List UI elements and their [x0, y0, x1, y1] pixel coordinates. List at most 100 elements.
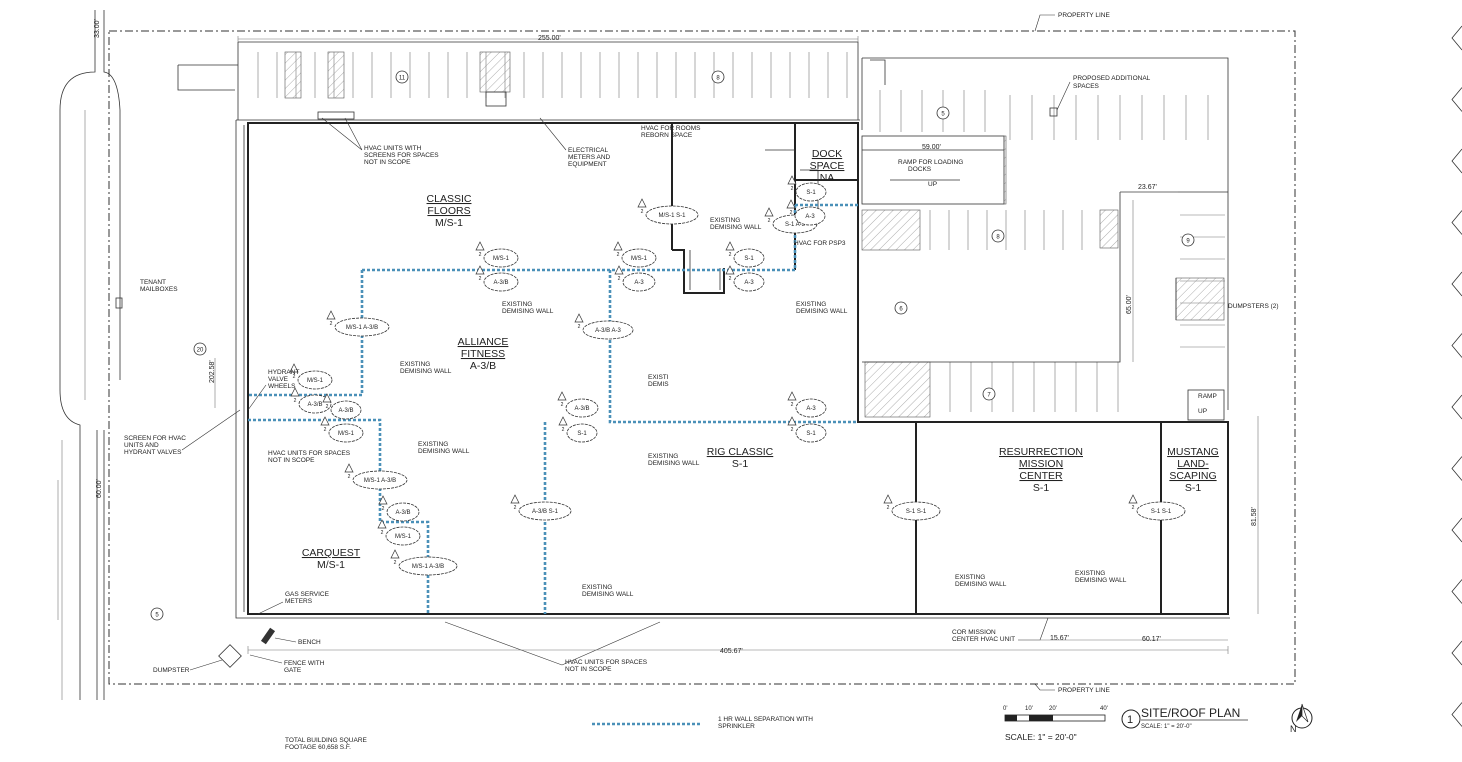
parking-count-circle: [936, 106, 950, 120]
ramp-up-label: UP: [928, 181, 937, 188]
revision-number: 2: [479, 252, 482, 258]
revision-number: 2: [790, 210, 793, 216]
parking-count-circle: [193, 342, 207, 356]
revision-number: 2: [562, 427, 565, 433]
bottom-width-dim: 405.67': [720, 648, 743, 655]
hvac-screens-label: HVAC UNITS WITH SCREENS FOR SPACES NOT I…: [364, 145, 440, 166]
building-outline: [247, 122, 1229, 615]
tenant-name: LAND-: [1177, 458, 1209, 470]
electrical-label: ELECTRICAL METERS AND EQUIPMENT: [568, 147, 612, 168]
ramp-right-label: RAMP: [1198, 393, 1217, 400]
revision-number: 2: [1132, 505, 1135, 511]
transformer-pad: [485, 91, 507, 107]
occupancy-tag: M/S-1 A-3/B: [346, 325, 378, 331]
parking-count: 20: [197, 347, 204, 353]
revision-number: 2: [561, 402, 564, 408]
hvac-psp-label: HVAC FOR PSP3: [794, 240, 846, 247]
fence-gate-label: FENCE WITH GATE: [284, 660, 326, 674]
tenant-name: MUSTANG: [1167, 446, 1219, 458]
tenant-occupancy-code: NA: [820, 172, 835, 184]
revision-number: 2: [791, 402, 794, 408]
revision-number: 2: [729, 252, 732, 258]
revision-cloud: [328, 423, 364, 443]
revision-number: 2: [330, 321, 333, 327]
tenant-name: SPACE: [810, 160, 845, 172]
left-setback-dim: 60.00': [96, 479, 103, 498]
hvac-rooms-label: HVAC FOR ROOMS REBORN SPACE: [641, 125, 702, 139]
revision-number: 2: [887, 505, 890, 511]
revision-number: 2: [791, 427, 794, 433]
revision-cloud: [398, 556, 458, 576]
revision-cloud: [334, 317, 390, 337]
occupancy-tag: A-3/B: [307, 402, 322, 408]
revision-number: 2: [617, 252, 620, 258]
revision-cloud: [565, 398, 599, 418]
tenant-name: MISSION: [1019, 458, 1063, 470]
title-block: 1 SITE/ROOF PLAN SCALE: 1" = 20'-0": [1121, 706, 1248, 730]
tenant-name: RIG CLASSIC: [707, 446, 774, 458]
hvac-not-scope-left-label: HVAC UNITS FOR SPACES NOT IN SCOPE: [268, 450, 352, 464]
revision-cloud: [298, 394, 332, 414]
occupancy-tag: A-3/B: [574, 406, 589, 412]
occupancy-tag: A-3/B: [395, 510, 410, 516]
occupancy-tag: M/S-1: [338, 431, 355, 437]
total-square-footage: TOTAL BUILDING SQUARE FOOTAGE 60,658 S.F…: [285, 737, 369, 751]
tenant-occupancy-code: M/S-1: [317, 559, 345, 571]
revision-cloud: [1136, 501, 1186, 521]
tenant-labels: CLASSICFLOORSM/S-1ALLIANCEFITNESSA-3/BCA…: [302, 148, 1219, 571]
screen-hvac-label: SCREEN FOR HVAC UNITS AND HYDRANT VALVES: [124, 435, 188, 456]
revision-cloud: [795, 423, 827, 443]
occupancy-tag: A-3: [806, 406, 816, 412]
revision-number: 2: [348, 474, 351, 480]
revision-cloud: [621, 248, 657, 268]
parking-count-circle: [150, 607, 164, 621]
revision-cloud: [733, 272, 765, 292]
occupancy-tag: S-1 A-3: [785, 222, 806, 228]
revision-cloud: [352, 470, 408, 490]
parking-count: 8: [716, 75, 720, 81]
revision-cloud: [794, 206, 826, 226]
revision-number: 2: [382, 506, 385, 512]
revision-number: 2: [514, 505, 517, 511]
dumpsters-label: DUMPSTERS (2): [1228, 303, 1279, 310]
svg-text:10': 10': [1025, 706, 1033, 712]
revision-number: 2: [791, 186, 794, 192]
ramp-docks-label: RAMP FOR LOADING DOCKS: [898, 159, 965, 173]
left-depth-dim: 202.58': [209, 360, 216, 383]
dock-width-dim: 59.00': [922, 144, 941, 151]
parking-count-circle: [1181, 233, 1195, 247]
tenant-name: CARQUEST: [302, 547, 361, 559]
proposed-spaces-label: PROPOSED ADDITIONAL SPACES: [1073, 75, 1152, 90]
right-offset-dim: 23.67': [1138, 184, 1157, 191]
occupancy-tag: A-3: [805, 214, 815, 220]
revision-cloud: [891, 501, 941, 521]
revision-number: 2: [394, 560, 397, 566]
hvac-not-scope-bottom-label: HVAC UNITS FOR SPACES NOT IN SCOPE: [565, 659, 649, 673]
tenant-name: CLASSIC: [427, 193, 472, 205]
occupancy-tag: A-3/B: [493, 280, 508, 286]
revision-cloud: [483, 248, 519, 268]
parking-count: 11: [399, 75, 406, 81]
occupancy-tag: S-1: [806, 190, 816, 196]
revision-cloud: [386, 502, 420, 522]
svg-text:40': 40': [1100, 706, 1108, 712]
tenant-occupancy-code: S-1: [1033, 482, 1050, 494]
legend-text: 1 HR WALL SEPARATION WITH SPRINKLER: [718, 716, 815, 730]
tenant-mailboxes-label: TENANT MAILBOXES: [140, 279, 178, 293]
revision-number: 2: [768, 218, 771, 224]
view-number: 1: [1127, 714, 1133, 726]
north-arrow-icon: N: [1290, 703, 1313, 734]
parking-count-circle: [894, 301, 908, 315]
north-label: N: [1290, 724, 1297, 734]
revision-cloud: [566, 423, 598, 443]
occupancy-tag: M/S-1 S-1: [658, 213, 686, 219]
revision-cloud: [518, 501, 572, 521]
tenant-name: FLOORS: [427, 205, 470, 217]
revision-number: 2: [618, 276, 621, 282]
